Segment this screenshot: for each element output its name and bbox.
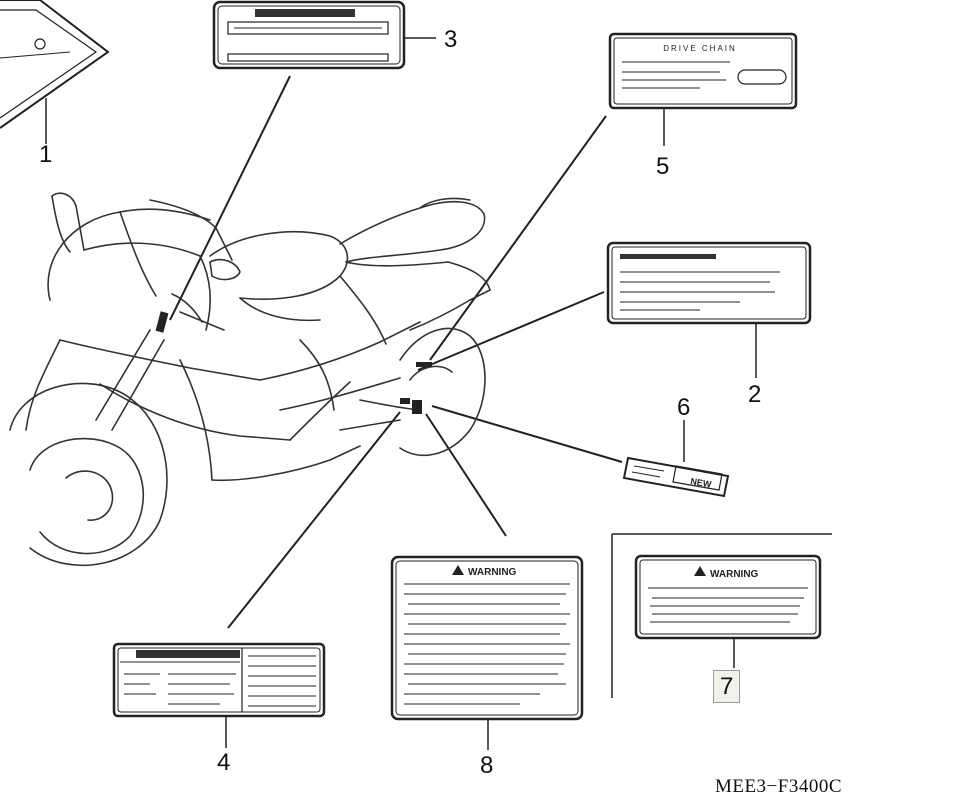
label-8-warning-plate: WARNING	[390, 413, 584, 750]
callout-5[interactable]: 5	[656, 153, 670, 180]
label-2-plate	[417, 241, 812, 378]
new-tag-text: NEW	[690, 476, 713, 490]
label-6-new-tag: NEW	[431, 405, 730, 498]
label-1-triangle	[0, 0, 110, 144]
warning-7-title: WARNING	[710, 569, 759, 580]
callout-3[interactable]: 3	[444, 26, 458, 53]
diagram-code: MEE3−F3400C	[714, 776, 842, 797]
attachment-marks	[155, 311, 432, 414]
warning-8-title: WARNING	[468, 567, 517, 578]
label-4-plate	[112, 411, 401, 748]
drive-chain-title: DRIVE CHAIN	[663, 44, 737, 53]
callout-6[interactable]: 6	[677, 394, 691, 421]
callout-1[interactable]: 1	[39, 141, 53, 168]
callout-2[interactable]: 2	[748, 381, 762, 408]
label-7-warning-plate: WARNING	[611, 533, 832, 698]
callout-4[interactable]: 4	[217, 749, 231, 776]
motorcycle-outline	[9, 192, 491, 567]
callout-7[interactable]: 7	[713, 670, 741, 703]
callout-8[interactable]: 8	[480, 752, 494, 779]
label-3-plate	[169, 0, 436, 321]
label-5-drive-chain: DRIVE CHAIN	[429, 32, 798, 361]
